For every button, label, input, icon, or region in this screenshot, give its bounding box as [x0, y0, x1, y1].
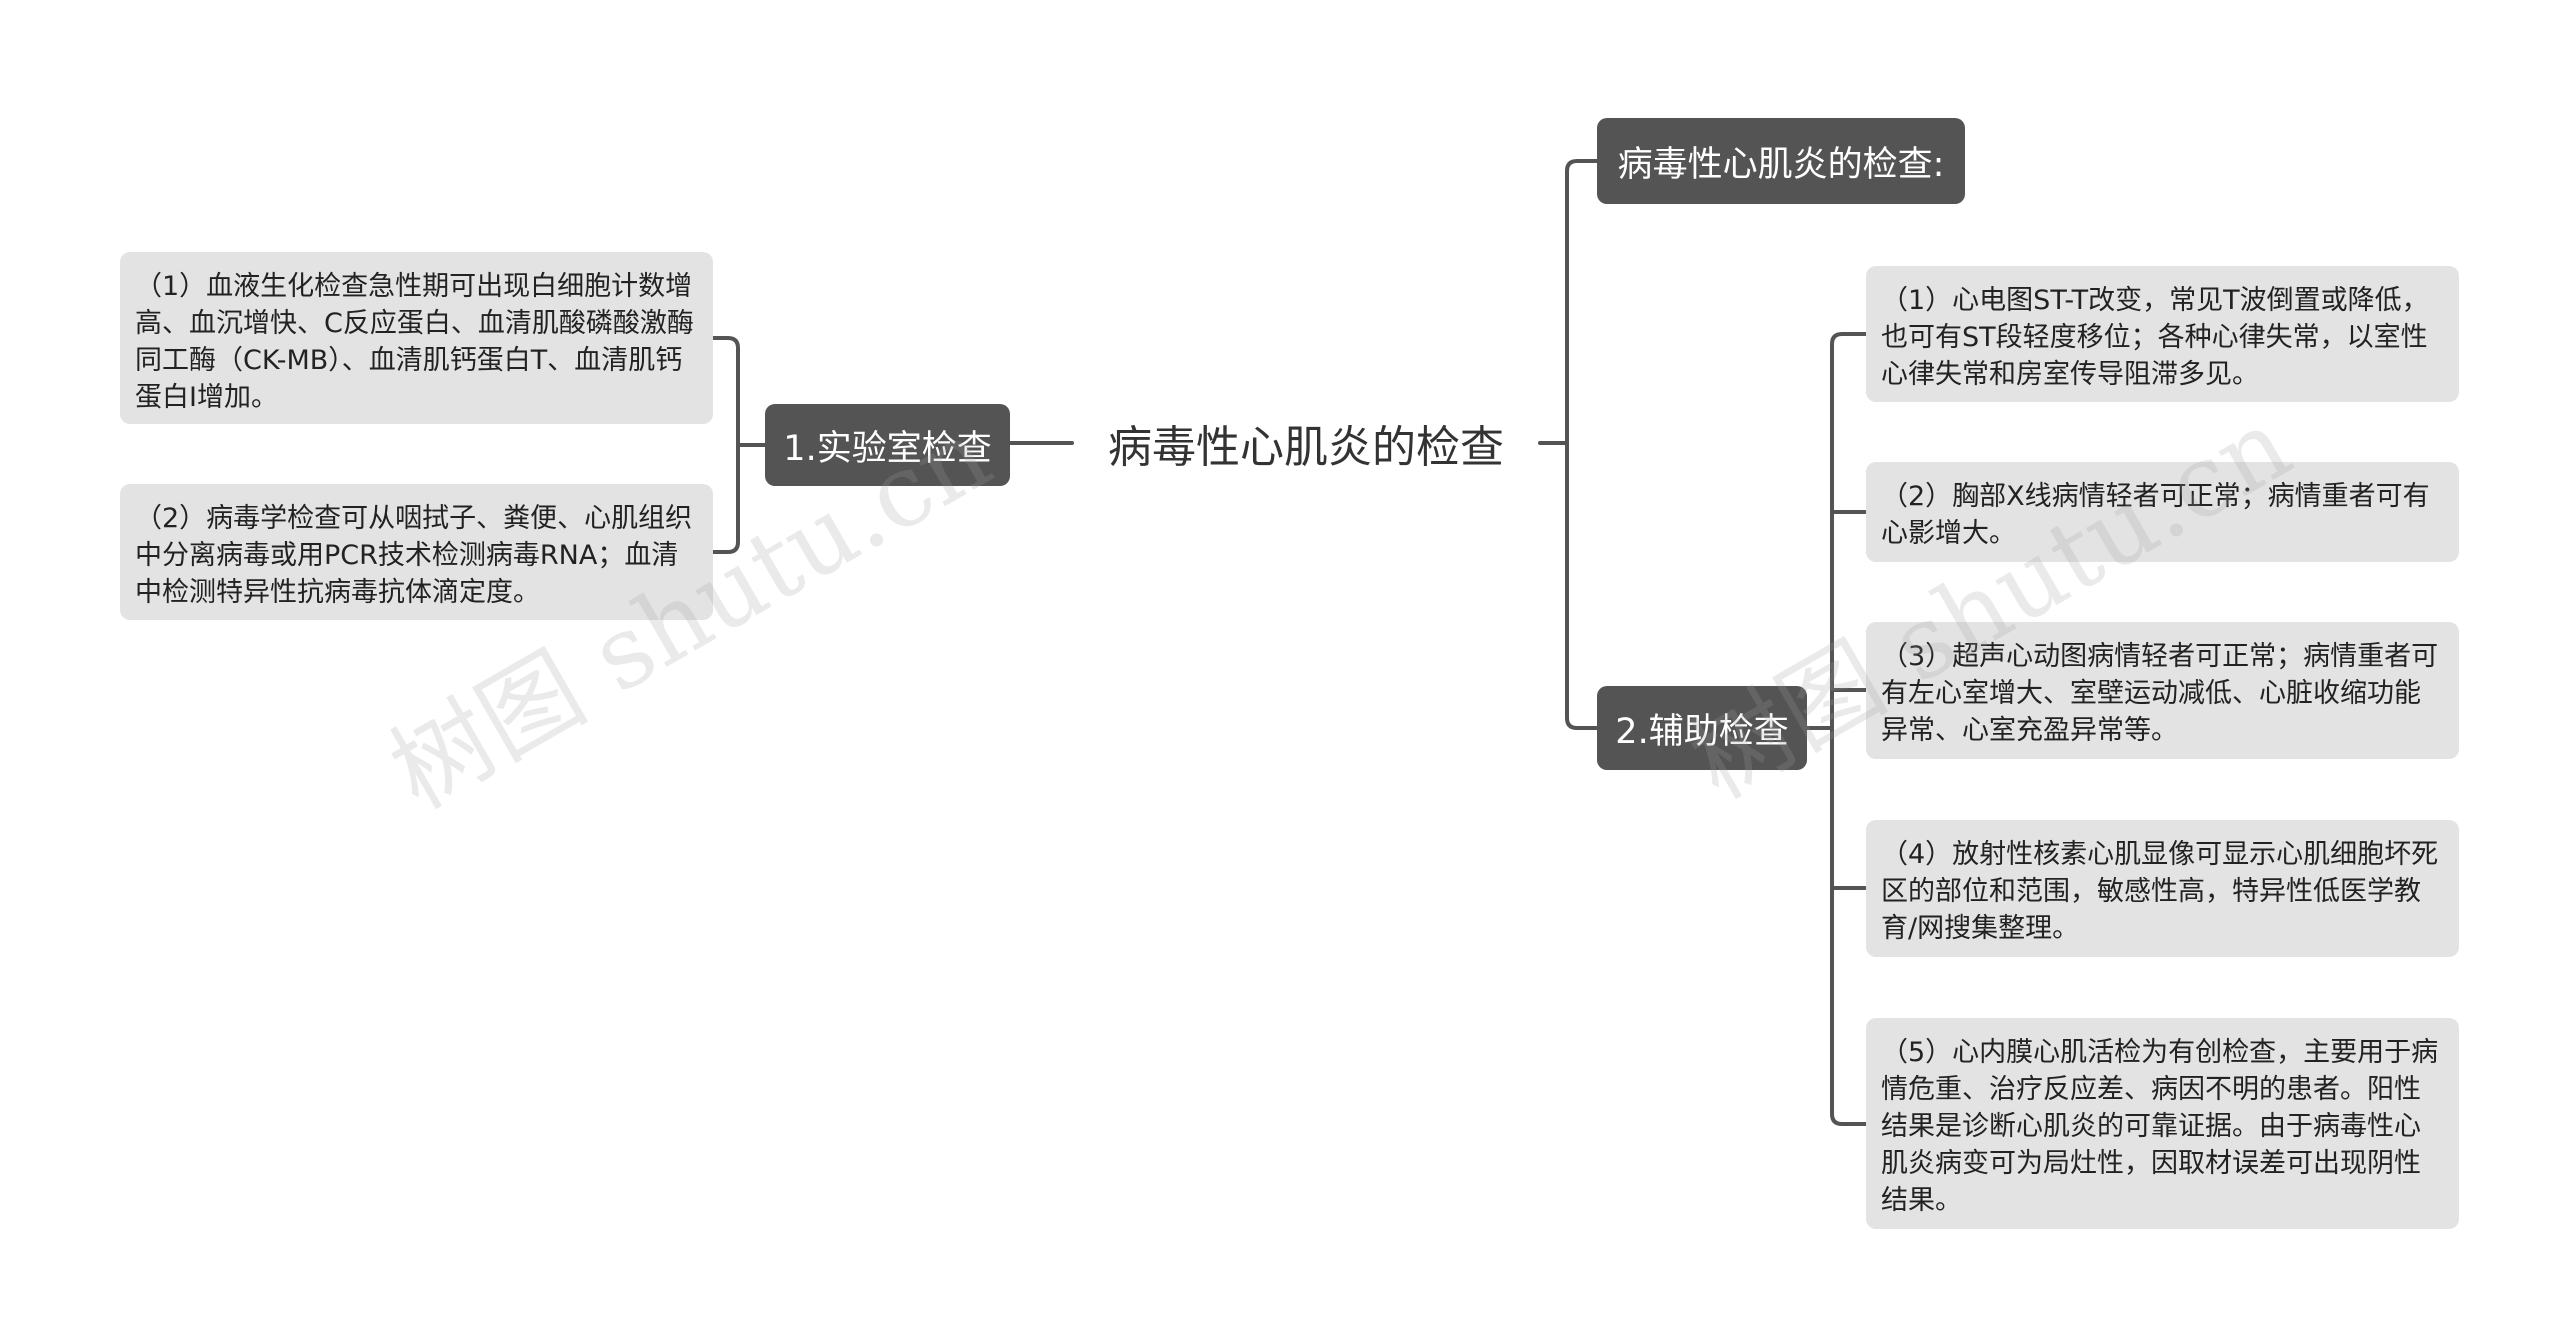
leaf-lab-item-2[interactable]: （2）病毒学检查可从咽拭子、粪便、心肌组织中分离病毒或用PCR技术检测病毒RNA… [120, 484, 713, 620]
leaf-aux-item-2[interactable]: （2）胸部X线病情轻者可正常；病情重者可有心影增大。 [1866, 462, 2459, 562]
leaf-text: （1）心电图ST-T改变，常见T波倒置或降低，也可有ST段轻度移位；各种心律失常… [1881, 285, 2429, 390]
leaf-text: （2）病毒学检查可从咽拭子、粪便、心肌组织中分离病毒或用PCR技术检测病毒RNA… [135, 503, 693, 608]
leaf-aux-item-5[interactable]: （5）心内膜心肌活检为有创检查，主要用于病情危重、治疗反应差、病因不明的患者。阳… [1866, 1018, 2459, 1229]
leaf-lab-item-1[interactable]: （1）血液生化检查急性期可出现白细胞计数增高、血沉增快、C反应蛋白、血清肌酸磷酸… [120, 252, 713, 424]
branch-lab-tests[interactable]: 1.实验室检查 [765, 404, 1010, 486]
leaf-aux-item-3[interactable]: （3）超声心动图病情轻者可正常；病情重者可有左心室增大、室壁运动减低、心脏收缩功… [1866, 622, 2459, 759]
leaf-text: （1）血液生化检查急性期可出现白细胞计数增高、血沉增快、C反应蛋白、血清肌酸磷酸… [135, 271, 694, 413]
branch-heading[interactable]: 病毒性心肌炎的检查: [1597, 118, 1965, 204]
root-topic[interactable]: 病毒性心肌炎的检查 [1108, 422, 1504, 473]
leaf-text: （4）放射性核素心肌显像可显示心肌细胞坏死区的部位和范围，敏感性高，特异性低医学… [1881, 839, 2439, 944]
leaf-text: （5）心内膜心肌活检为有创检查，主要用于病情危重、治疗反应差、病因不明的患者。阳… [1881, 1037, 2439, 1216]
leaf-aux-item-1[interactable]: （1）心电图ST-T改变，常见T波倒置或降低，也可有ST段轻度移位；各种心律失常… [1866, 266, 2459, 402]
connector-root-right [1538, 159, 1599, 730]
leaf-text: （3）超声心动图病情轻者可正常；病情重者可有左心室增大、室壁运动减低、心脏收缩功… [1881, 641, 2439, 746]
branch-auxiliary-tests[interactable]: 2.辅助检查 [1597, 686, 1807, 770]
leaf-text: （2）胸部X线病情轻者可正常；病情重者可有心影增大。 [1881, 481, 2430, 549]
leaf-aux-item-4[interactable]: （4）放射性核素心肌显像可显示心肌细胞坏死区的部位和范围，敏感性高，特异性低医学… [1866, 820, 2459, 957]
